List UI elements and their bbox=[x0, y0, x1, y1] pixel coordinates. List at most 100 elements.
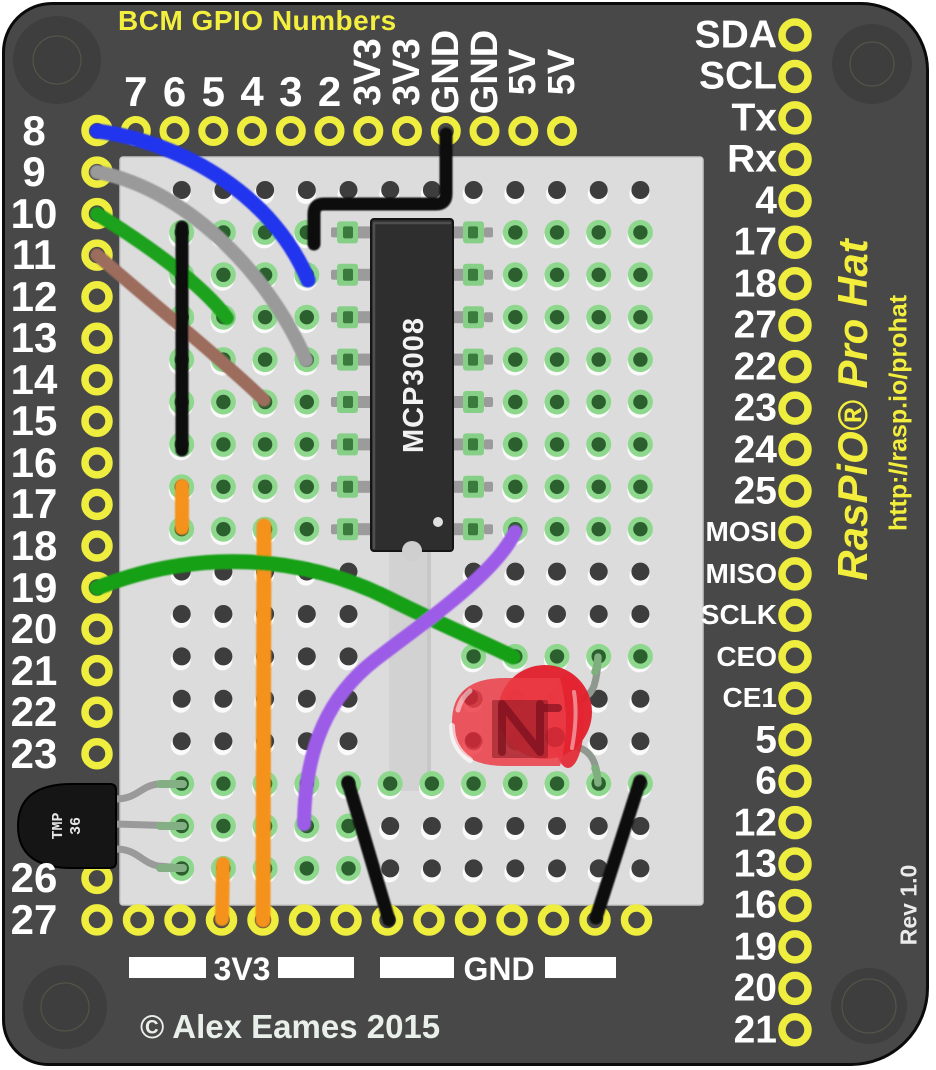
header-pin-hole bbox=[778, 971, 812, 1006]
header-pin-hole bbox=[198, 116, 229, 146]
breadboard-hole bbox=[297, 181, 316, 199]
header-pin-hole bbox=[778, 764, 812, 798]
tmp36-label: TMP36 bbox=[50, 812, 85, 839]
green-jumper-gpio10 bbox=[90, 207, 234, 325]
right-pin-label-17: 17 bbox=[733, 220, 777, 264]
right-pin-label-22: 22 bbox=[733, 345, 777, 389]
orange-jumper-3v3-long bbox=[255, 518, 272, 928]
breadboard-hole bbox=[256, 181, 275, 199]
right-pin-label-MOSI: MOSI bbox=[705, 516, 777, 548]
brand-url: http://rasp.io/prohat bbox=[884, 294, 913, 532]
header-pin-hole bbox=[778, 515, 812, 550]
header-pin-hole bbox=[81, 696, 113, 728]
left-pin-label-23: 23 bbox=[10, 729, 58, 777]
header-pin-hole bbox=[81, 488, 113, 521]
header-pin-hole bbox=[778, 432, 812, 467]
top-pin-label-3V3: 3V3 bbox=[347, 38, 390, 106]
header-pin-hole bbox=[620, 904, 653, 936]
breadboard-hole bbox=[214, 605, 233, 623]
header-pin-hole bbox=[508, 116, 539, 146]
rail-bar bbox=[129, 957, 206, 978]
header-pin-hole bbox=[392, 116, 422, 146]
breadboard-hole bbox=[589, 817, 608, 835]
breadboard-hole bbox=[589, 689, 608, 708]
header-pin-hole bbox=[81, 613, 113, 645]
right-pin-label-4: 4 bbox=[755, 179, 777, 223]
right-pin-label-Tx: Tx bbox=[731, 96, 777, 140]
header-pin-hole bbox=[81, 280, 113, 313]
right-pin-label-CEO: CEO bbox=[716, 640, 777, 672]
header-pin-hole bbox=[496, 904, 528, 936]
header-pin-hole bbox=[81, 530, 113, 562]
breadboard-hole bbox=[214, 732, 233, 751]
header-pin-hole bbox=[330, 904, 362, 936]
breadboard-hole bbox=[422, 817, 441, 835]
header-pin-hole bbox=[778, 266, 812, 301]
breadboard-hole bbox=[339, 647, 358, 666]
header-pin-hole bbox=[778, 1013, 812, 1047]
header-pin-hole bbox=[353, 116, 384, 146]
rail-bar bbox=[278, 957, 354, 978]
rail-label-gnd: GND bbox=[463, 951, 535, 987]
blue-jumper-gpio8 bbox=[89, 123, 316, 288]
header-pin-hole bbox=[537, 904, 570, 936]
breadboard-hole bbox=[631, 562, 650, 581]
breadboard-hole bbox=[631, 817, 650, 835]
header-pin-hole bbox=[778, 888, 812, 923]
right-pin-label-25: 25 bbox=[733, 469, 777, 513]
top-pin-label-5V: 5V bbox=[502, 48, 545, 96]
left-pin-label-19: 19 bbox=[10, 563, 58, 611]
top-pin-label-5V: 5V bbox=[541, 48, 583, 96]
left-pin-label-11: 11 bbox=[11, 231, 57, 279]
header-pin-hole bbox=[778, 640, 812, 674]
left-pin-label-8: 8 bbox=[22, 106, 46, 154]
header-pin-hole bbox=[81, 904, 113, 936]
breadboard-hole bbox=[548, 859, 566, 878]
right-pin-label-12: 12 bbox=[733, 801, 777, 845]
breadboard-hole bbox=[422, 859, 441, 878]
top-pin-label-6: 6 bbox=[162, 68, 187, 115]
header-pin-hole bbox=[81, 738, 113, 770]
breadboard-hole bbox=[631, 859, 650, 878]
right-pin-label-SDA: SDA bbox=[694, 13, 777, 57]
header-pin-hole bbox=[778, 598, 812, 633]
right-pin-label-SCLK: SCLK bbox=[700, 599, 777, 631]
right-pin-label-20: 20 bbox=[733, 966, 777, 1010]
breadboard-hole bbox=[506, 605, 525, 623]
header-pin-hole bbox=[288, 904, 321, 936]
header-pin-hole bbox=[547, 116, 577, 146]
right-pin-label-18: 18 bbox=[733, 262, 777, 306]
right-pin-label-CE1: CE1 bbox=[722, 682, 777, 714]
header-pin-hole bbox=[237, 116, 267, 146]
breadboard-hole bbox=[631, 689, 650, 708]
right-pin-label-5: 5 bbox=[755, 718, 777, 762]
left-pin-label-9: 9 bbox=[22, 148, 46, 196]
purple-jumper bbox=[297, 525, 522, 831]
top-pin-label-5: 5 bbox=[201, 68, 225, 115]
top-pin-label-3V3: 3V3 bbox=[386, 38, 428, 106]
breadboard-hole bbox=[548, 605, 566, 623]
right-pin-label-MISO: MISO bbox=[705, 557, 777, 589]
black-jumper-gnd-right bbox=[589, 774, 647, 925]
header-pin-hole bbox=[81, 322, 113, 355]
breadboard-hole bbox=[506, 562, 525, 581]
breadboard-hole bbox=[506, 859, 525, 878]
header-pin-hole bbox=[413, 904, 445, 936]
header-pin-hole bbox=[778, 722, 812, 757]
header-pin-hole bbox=[778, 805, 812, 840]
right-pin-label-6: 6 bbox=[755, 759, 777, 803]
breadboard-hole bbox=[381, 817, 400, 835]
breadboard-hole bbox=[172, 605, 191, 623]
header-pin-hole bbox=[778, 349, 812, 384]
right-pin-label-27: 27 bbox=[733, 303, 777, 347]
black-jumper-gnd-left bbox=[341, 775, 396, 927]
left-pin-label-22: 22 bbox=[10, 688, 58, 736]
header-pin-hole bbox=[454, 904, 487, 936]
breadboard-hole bbox=[631, 732, 650, 751]
rail-bar bbox=[545, 957, 616, 978]
right-pin-label-23: 23 bbox=[733, 386, 777, 430]
left-pin-label-15: 15 bbox=[10, 397, 58, 445]
left-pin-label-21: 21 bbox=[10, 646, 58, 694]
left-pin-label-16: 16 bbox=[10, 438, 58, 486]
